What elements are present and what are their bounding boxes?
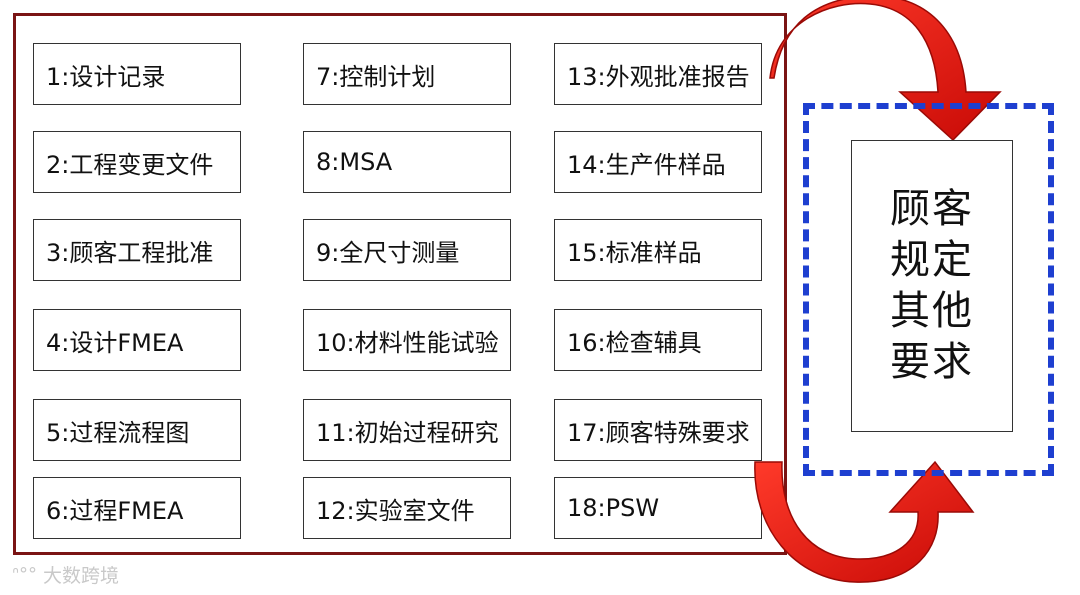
item-process-flow-diagram: 5:过程流程图 — [33, 399, 241, 461]
psw-elements-frame — [13, 13, 787, 555]
item-design-fmea: 4:设计FMEA — [33, 309, 241, 371]
item-initial-process-studies: 11:初始过程研究 — [303, 399, 511, 461]
customer-requirements-frame — [803, 103, 1054, 476]
item-material-performance-tests: 10:材料性能试验 — [303, 309, 511, 371]
item-lab-documentation: 12:实验室文件 — [303, 477, 511, 539]
item-customer-engineering-approval: 3:顾客工程批准 — [33, 219, 241, 281]
item-customer-specific-requirements: 17:顾客特殊要求 — [554, 399, 762, 461]
item-production-part-samples: 14:生产件样品 — [554, 131, 762, 193]
watermark-text: 大数跨境 — [43, 565, 120, 587]
watermark: ᐢ°° 大数跨境 — [12, 561, 119, 588]
item-control-plan: 7:控制计划 — [303, 43, 511, 105]
bottom-curved-arrow — [754, 460, 975, 583]
item-design-records: 1:设计记录 — [33, 43, 241, 105]
item-engineering-change-documents: 2:工程变更文件 — [33, 131, 241, 193]
item-appearance-approval-report: 13:外观批准报告 — [554, 43, 762, 105]
item-psw: 18:PSW — [554, 477, 762, 539]
item-dimensional-results: 9:全尺寸测量 — [303, 219, 511, 281]
item-checking-aids: 16:检查辅具 — [554, 309, 762, 371]
customer-requirements-text: 顾客规定其他要求 — [890, 186, 974, 385]
customer-requirements-box: 顾客规定其他要求 — [851, 140, 1013, 432]
item-msa: 8:MSA — [303, 131, 511, 193]
item-master-sample: 15:标准样品 — [554, 219, 762, 281]
item-process-fmea: 6:过程FMEA — [33, 477, 241, 539]
watermark-logo-icon: ᐢ°° — [12, 564, 38, 585]
